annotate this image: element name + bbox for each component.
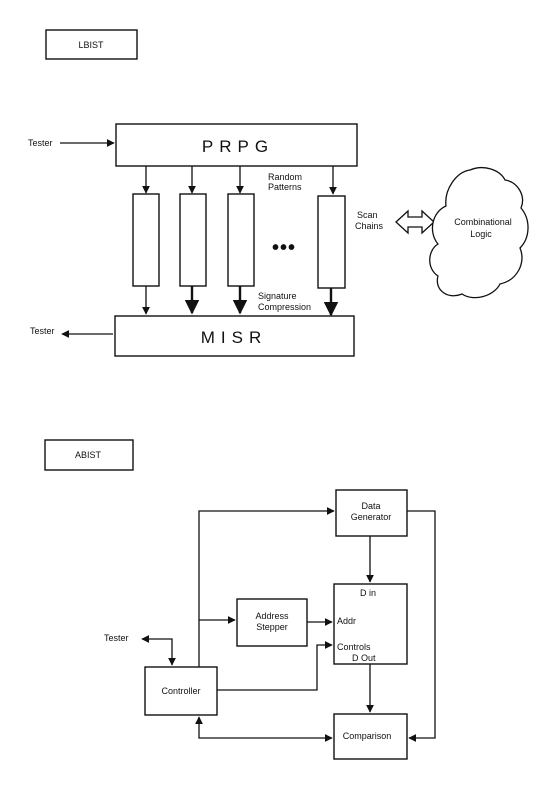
scan-chains-label-1: Scan [357,210,378,220]
abist-tester-label: Tester [104,633,129,643]
data-generator-label-2: Generator [351,512,392,522]
tester-controller-link [141,635,176,666]
random-patterns-label-2: Patterns [268,182,302,192]
signature-compression-label-2: Compression [258,302,311,312]
scan-chain-4 [317,195,346,289]
address-stepper-label-1: Address [255,611,289,621]
controller-label: Controller [161,686,200,696]
address-stepper-block: Address Stepper [236,598,308,647]
tester-input-label: Tester [28,138,53,148]
comparison-controller-link [195,716,333,742]
combinational-logic-label-1: Combinational [454,217,512,227]
lbist-tag-label: LBIST [78,40,104,50]
scan-chain-3 [227,193,255,287]
scan-chain-2 [179,193,207,287]
din-port-label: D in [360,588,376,598]
misr-label: MISR [201,328,268,347]
addr-port-label: Addr [337,616,356,626]
memory-array-block: D in Addr Controls D Out [333,583,408,665]
prpg-block: PRPG [115,123,358,167]
comparison-block: Comparison [333,713,408,760]
dout-port-label: D Out [352,653,376,663]
chains-ellipsis: ••• [272,237,296,259]
combinational-logic-cloud [429,166,529,299]
bidirectional-arrow-icon [395,209,435,235]
prpg-label: PRPG [202,137,274,156]
address-stepper-label-2: Stepper [256,622,288,632]
abist-tag-label: ABIST [75,450,102,460]
signature-compression-label-1: Signature [258,291,297,301]
abist-tag: ABIST [44,439,134,471]
data-generator-block: Data Generator [335,489,408,537]
random-patterns-label-1: Random [268,172,302,182]
comparison-label: Comparison [343,731,392,741]
scan-chains-label-2: Chains [355,221,384,231]
misr-block: MISR [114,315,355,357]
controller-to-data-generator-arrow [198,507,335,667]
lbist-tag: LBIST [45,29,138,60]
controller-to-controls-arrow [217,641,333,691]
controls-port-label: Controls [337,642,371,652]
controller-block: Controller [144,666,218,716]
data-generator-to-comparison-arrow [407,510,436,742]
scan-chain-1 [132,193,160,287]
combinational-logic-label-2: Logic [470,229,492,239]
tester-output-label: Tester [30,326,55,336]
data-generator-label-1: Data [361,501,380,511]
